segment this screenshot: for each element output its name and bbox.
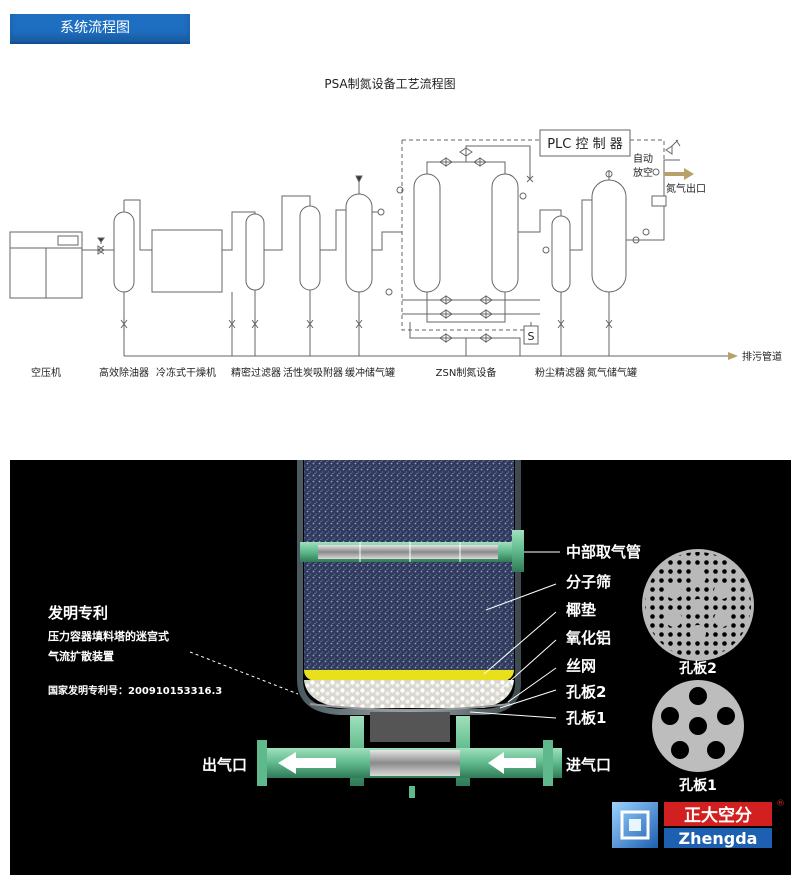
plate-2-disc (642, 549, 754, 661)
air-compressor (9, 231, 83, 299)
dust-filter (551, 215, 571, 293)
flow-diagram: PSA制氮设备工艺流程图 (9, 76, 782, 379)
patent-number: 国家发明专利号：200910153316.3 (48, 684, 222, 697)
patent-desc-2: 气流扩散装置 (47, 649, 114, 663)
equipment-label-buffer-tank: 缓冲储气罐 (345, 366, 395, 379)
plc-controller (539, 129, 631, 157)
drain-label: 排污管道 (742, 350, 782, 363)
auto-vent-label-2: 放空 (633, 166, 653, 179)
equipment-label-dust-filter: 粉尘精滤器 (535, 366, 585, 379)
equipment-label-oil-remover: 高效除油器 (99, 366, 149, 379)
check-valve (97, 237, 105, 255)
sieve-upper (304, 460, 514, 542)
brand-name-cn: 正大空分 (684, 805, 752, 826)
section-header-underline (10, 42, 190, 44)
plate-1-caption: 孔板1 (679, 777, 717, 794)
precision-filter (245, 213, 265, 291)
flow-title: PSA制氮设备工艺流程图 (324, 76, 455, 91)
nitrogen-tank (591, 179, 627, 293)
equipment-labels: 空压机 高效除油器 冷冻式干燥机 精密过滤器 活性炭吸附器 缓冲储气罐 ZSN制… (31, 366, 637, 379)
label-plate-1: 孔板1 (566, 709, 606, 727)
patent-title: 发明专利 (47, 604, 108, 622)
adsorber-tower-b (491, 173, 519, 293)
coconut-pad (304, 670, 514, 682)
equipment-label-zsn: ZSN制氮设备 (436, 366, 497, 379)
brand-name-en: Zhengda (679, 829, 758, 848)
equipment-label-precision-filter: 精密过滤器 (231, 366, 281, 379)
sieve-lower (304, 562, 514, 670)
section-header-tab: 系统流程图 (10, 14, 190, 42)
plate-2-caption: 孔板2 (679, 660, 717, 677)
cutaway-panel: 出气口 进气口 中部取气管 分子筛 椰垫 氧化铝 丝网 孔板2 孔板1 发明专利… (10, 460, 791, 875)
layer-labels: 中部取气管 分子筛 椰垫 氧化铝 丝网 孔板2 孔板1 (565, 543, 641, 727)
silencer-label: S (528, 330, 535, 343)
brand-logo: 正大空分 Zhengda ® (612, 799, 785, 848)
alumina-layer (304, 680, 514, 708)
label-wire-mesh: 丝网 (566, 657, 596, 675)
middle-gas-pipe (300, 530, 524, 572)
label-middle-pipe: 中部取气管 (566, 543, 641, 561)
auto-vent-label-1: 自动 (633, 152, 653, 165)
refrigerated-dryer (151, 229, 223, 293)
carbon-adsorber (299, 205, 321, 291)
outlet-arrow (278, 752, 336, 774)
outlet-label: 出气口 (202, 756, 247, 774)
patent-desc-1: 压力容器填料塔的迷宫式 (48, 629, 169, 643)
label-coconut-pad: 椰垫 (566, 601, 596, 619)
buffer-tank (345, 193, 373, 293)
equipment-label-nitrogen-tank: 氮气储气罐 (587, 366, 637, 379)
inlet-label: 进气口 (566, 756, 611, 774)
nitrogen-outlet-arrow (664, 168, 694, 180)
nitrogen-outlet-label: 氮气出口 (666, 182, 706, 195)
brand-registered-mark: ® (776, 799, 785, 809)
inlet-arrow (488, 752, 536, 774)
equipment-label-compressor: 空压机 (31, 366, 61, 379)
equipment-label-dryer: 冷冻式干燥机 (156, 366, 216, 379)
oil-remover (113, 200, 135, 293)
label-molecular-sieve: 分子筛 (566, 573, 611, 591)
plate-1-disc (652, 680, 744, 772)
label-alumina: 氧化铝 (565, 629, 611, 647)
equipment-label-carbon-adsorber: 活性炭吸附器 (283, 366, 343, 379)
leader-lines (189, 551, 560, 719)
label-plate-2: 孔板2 (566, 683, 606, 701)
plc-label: PLC 控 制 器 (547, 137, 623, 152)
adsorber-tower-a (413, 173, 441, 293)
